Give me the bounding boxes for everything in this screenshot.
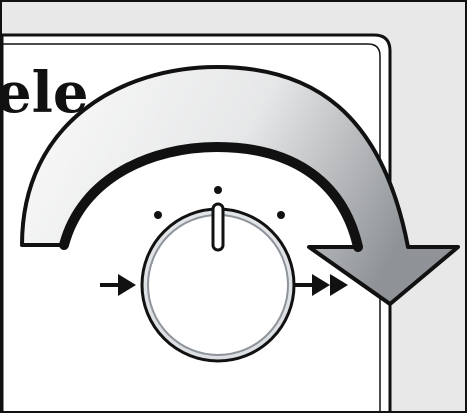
double-arrow-right-icon xyxy=(294,274,348,296)
dot-icon xyxy=(214,186,222,194)
knob-pointer xyxy=(211,202,225,252)
brand-logo: ele xyxy=(2,60,89,126)
dot-icon xyxy=(277,211,285,219)
arrow-inner-shadow xyxy=(59,141,363,252)
single-arrow-right-icon xyxy=(100,274,136,296)
panel-edge xyxy=(2,43,381,411)
dot-icon xyxy=(154,211,162,219)
